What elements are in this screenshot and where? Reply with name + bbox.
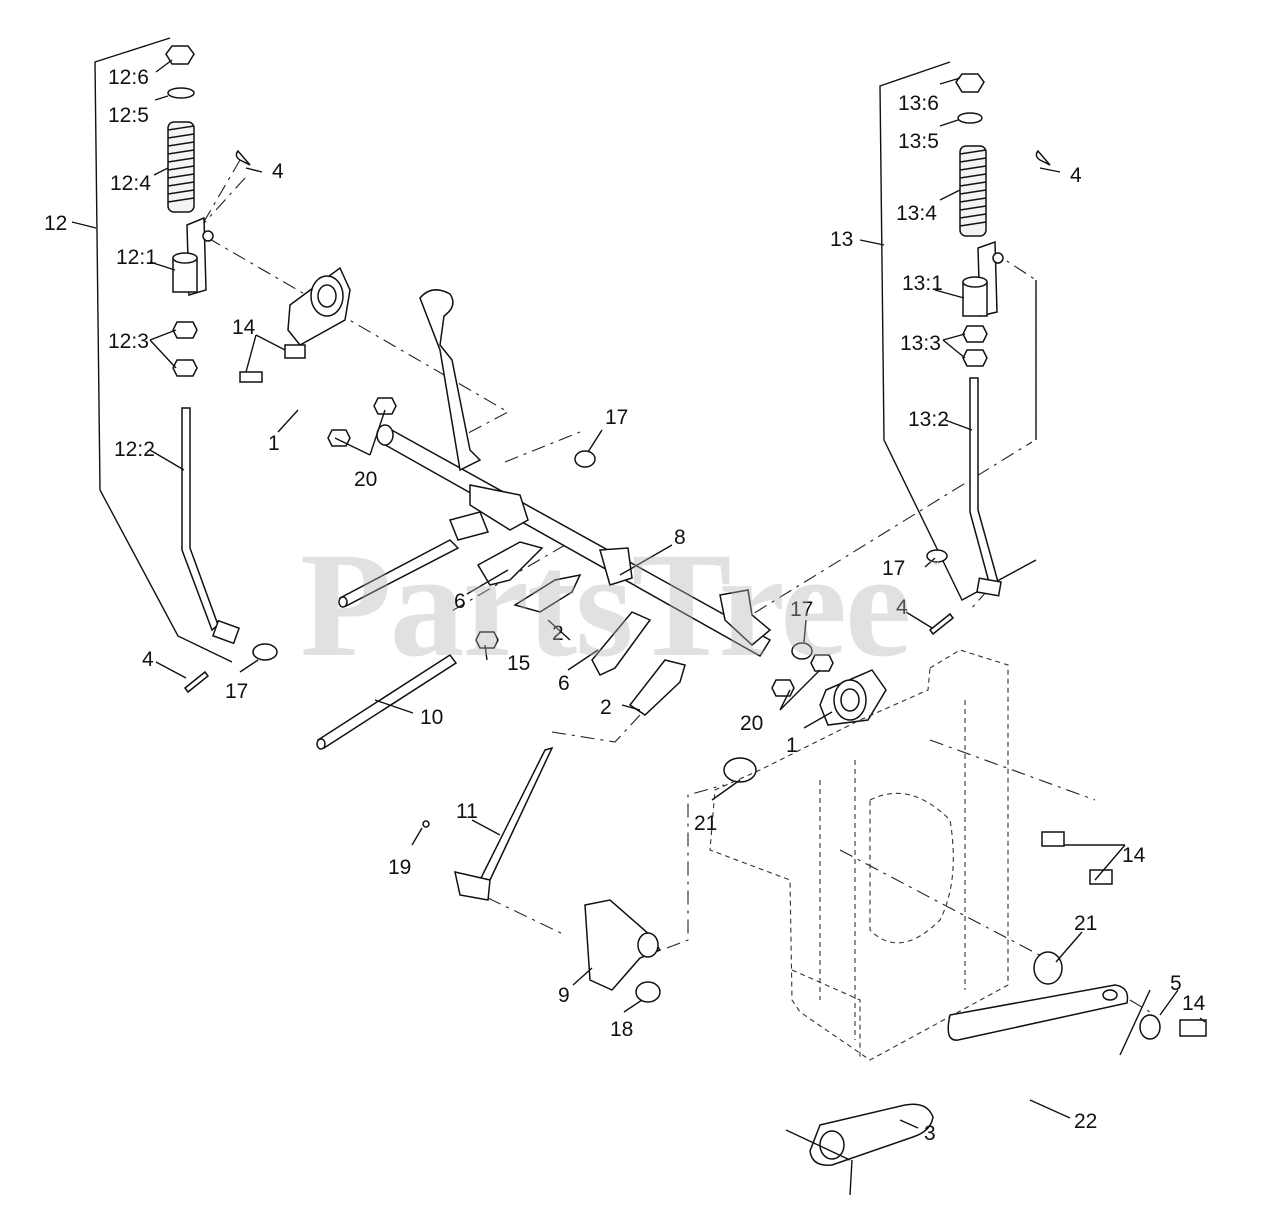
callout-14-a: 14: [232, 316, 256, 339]
callout-3: 3: [924, 1122, 936, 1145]
callout-4-a: 4: [272, 160, 284, 183]
callout-18: 18: [610, 1018, 633, 1041]
callout-4-d: 4: [1070, 164, 1082, 187]
callout-13-2: 13:2: [908, 408, 949, 431]
callout-2-b: 2: [600, 696, 612, 719]
callout-8: 8: [674, 526, 686, 549]
callout-20-a: 20: [354, 468, 377, 491]
callout-6-b: 6: [558, 672, 570, 695]
callout-15: 15: [507, 652, 530, 675]
callout-21-b: 21: [1074, 912, 1097, 935]
assembly-12-outline: [94, 37, 233, 663]
frame-ghost: [709, 649, 1009, 1061]
callout-6-a: 6: [454, 590, 466, 613]
callout-21-a: 21: [694, 812, 717, 835]
callout-12-5: 12:5: [108, 104, 149, 127]
callout-17-d: 17: [790, 598, 813, 621]
right-spring-stack: [926, 73, 1051, 636]
callout-10: 10: [420, 706, 443, 729]
leader-lines: [71, 59, 1206, 1129]
callout-labels: 12:6 12:5 12:4 12:1 12:3 12:2 12 4 4 4 4…: [44, 66, 1206, 1145]
bolts: [239, 344, 1207, 1037]
callout-14-c: 14: [1182, 992, 1206, 1015]
callout-22: 22: [1074, 1110, 1097, 1133]
callout-17-b: 17: [605, 406, 628, 429]
callout-12-2: 12:2: [114, 438, 155, 461]
callout-20-b: 20: [740, 712, 763, 735]
callout-1-a: 1: [268, 432, 280, 455]
callout-14-b: 14: [1122, 844, 1146, 867]
callout-13: 13: [830, 228, 853, 251]
callout-1-b: 1: [786, 734, 798, 757]
trademark-symbol: ™: [928, 558, 940, 572]
callout-17-c: 17: [882, 557, 905, 580]
links: [785, 984, 1151, 1196]
callout-12-3: 12:3: [108, 330, 149, 353]
callout-13-6: 13:6: [898, 92, 939, 115]
callout-12-4: 12:4: [110, 172, 151, 195]
callout-13-1: 13:1: [902, 272, 943, 295]
left-spring-stack: [165, 45, 278, 694]
callout-2-a: 2: [552, 622, 564, 645]
callout-19: 19: [388, 856, 411, 879]
callout-4-b: 4: [142, 648, 154, 671]
callout-13-4: 13:4: [896, 202, 937, 225]
rods-and-clevises: [316, 541, 686, 901]
callout-13-3: 13:3: [900, 332, 941, 355]
callout-12-1: 12:1: [116, 246, 157, 269]
flange-bearings: [287, 266, 887, 726]
callout-17-a: 17: [225, 680, 248, 703]
center-shaft: [338, 289, 772, 658]
callout-5: 5: [1170, 972, 1182, 995]
callout-11: 11: [456, 800, 478, 823]
nuts-and-washers: [327, 397, 1161, 1040]
arm-and-bushings: [584, 757, 1063, 991]
callout-12-6: 12:6: [108, 66, 149, 89]
callout-12: 12: [44, 212, 67, 235]
callout-9: 9: [558, 984, 570, 1007]
callout-4-c: 4: [896, 596, 908, 619]
callout-13-5: 13:5: [898, 130, 939, 153]
